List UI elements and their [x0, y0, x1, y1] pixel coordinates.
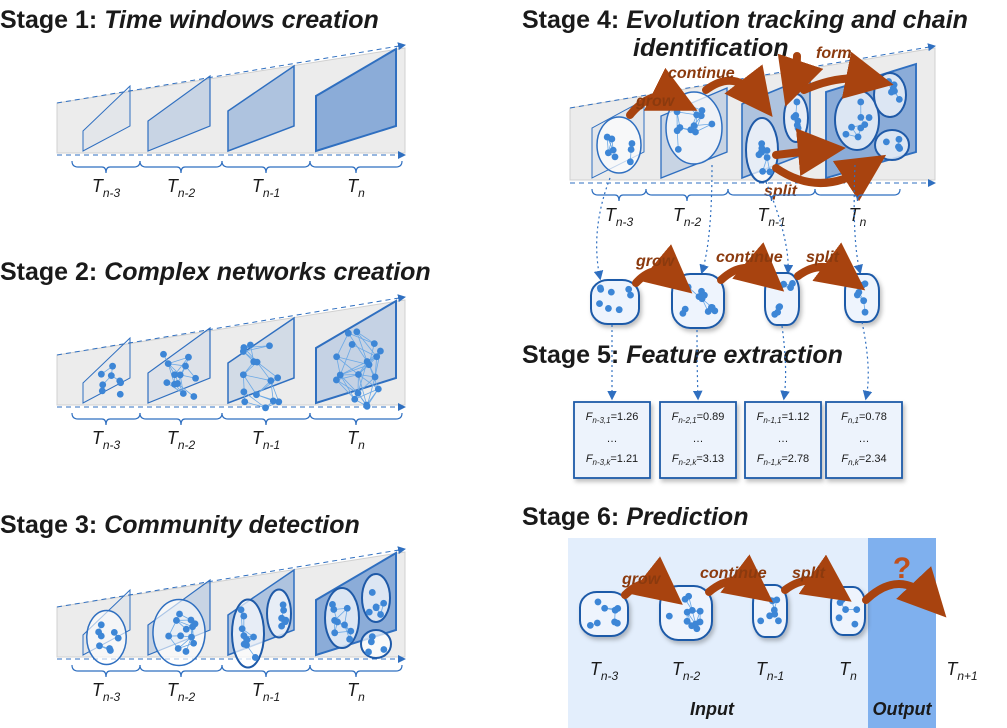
- feature-ellipsis: …: [778, 433, 789, 445]
- feature-last: Fn,k=2.34: [841, 453, 886, 467]
- window-1: [82, 84, 131, 152]
- time-label: Tn-2: [672, 659, 701, 683]
- time-label: Tn: [347, 428, 365, 452]
- window-1: [82, 336, 131, 404]
- form-continue-arrow: [800, 51, 894, 99]
- stage-5-title: Stage 5: Feature extraction: [522, 341, 843, 369]
- unknown-outcome-mark: ?: [893, 552, 911, 585]
- prediction-community-1: [579, 591, 629, 637]
- prediction-continue-arrow: [705, 554, 774, 603]
- feature-first: Fn-3,1=1.26: [586, 411, 639, 425]
- time-label: Tn-2: [673, 205, 702, 229]
- continue-label: continue: [668, 65, 735, 82]
- output-label: Output: [873, 699, 933, 719]
- time-label: Tn-3: [92, 176, 121, 200]
- feature-ellipsis: …: [859, 433, 870, 445]
- continue-arrow: [702, 64, 773, 118]
- split-arrow-2: [772, 154, 887, 202]
- window-3: [227, 316, 295, 405]
- feature-first: Fn-1,1=1.12: [757, 411, 810, 425]
- time-label: Tn: [839, 659, 857, 683]
- chain-continue-label: continue: [716, 249, 783, 266]
- feature-boxes: Fn-3,1=1.26 … Fn-3,k=1.21 Fn-2,1=0.89 … Fn-2,…: [573, 401, 903, 479]
- time-label: Tn-3: [605, 205, 634, 229]
- prediction-community-3: [752, 584, 788, 638]
- stage-4-title-line2: identification: [633, 34, 789, 62]
- stage-2-panel: Tn-3 Tn-2 Tn-1 Tn: [56, 294, 406, 452]
- time-label: Tn-1: [252, 428, 280, 452]
- prediction-diagram: grow continue split? Tn-3 Tn-2 Tn-1 Tn Tn+1Inpu…: [568, 538, 978, 728]
- prediction-split-arrow: [781, 554, 852, 602]
- feature-first: Fn,1=0.78: [841, 411, 887, 425]
- window-4: [315, 47, 397, 153]
- time-label: Tn-1: [756, 659, 784, 683]
- form-arrow: [777, 52, 824, 107]
- chain-grow-label: grow: [635, 253, 676, 270]
- prediction-output-arrow: [862, 566, 947, 618]
- feature-last: Fn-2,k=3.13: [672, 453, 724, 467]
- feature-box-3: [744, 401, 822, 479]
- next-time-label: Tn+1: [946, 659, 977, 683]
- chain-diagram: grow continue split: [590, 164, 880, 401]
- window-2: [147, 74, 211, 152]
- time-label: Tn: [347, 680, 365, 704]
- time-label: Tn: [849, 205, 867, 229]
- stage-3-title: Stage 3: Community detection: [0, 511, 360, 539]
- prediction-continue-label: continue: [700, 565, 767, 582]
- time-label: Tn-3: [590, 659, 619, 683]
- feature-box-4: [825, 401, 903, 479]
- feature-last: Fn-1,k=2.78: [757, 453, 809, 467]
- form-label: form: [816, 45, 852, 62]
- prediction-grow-label: grow: [621, 571, 662, 588]
- time-label: Tn-3: [92, 428, 121, 452]
- time-label: Tn-1: [252, 680, 280, 704]
- input-label: Input: [690, 699, 735, 719]
- chain-split-label: split: [806, 249, 840, 266]
- chain-grow-arrow: [632, 244, 693, 294]
- stage-1-panel: Tn-3 Tn-2 Tn-1 Tn: [56, 42, 406, 200]
- chain-community-2: [671, 273, 725, 329]
- split-label: split: [764, 183, 798, 200]
- window-3: [227, 64, 295, 153]
- chain-split-arrow: [794, 242, 866, 291]
- stage-3-panel: Tn-3 Tn-2 Tn-1 Tn: [56, 546, 406, 704]
- stage-2-title: Stage 2: Complex networks creation: [0, 258, 431, 286]
- feature-box-2: [659, 401, 737, 479]
- feature-ellipsis: …: [693, 433, 704, 445]
- chain-continue-arrow: [717, 242, 785, 292]
- prediction-split-label: split: [792, 565, 826, 582]
- time-label: Tn-1: [252, 176, 280, 200]
- time-label: Tn-2: [167, 680, 196, 704]
- time-label: Tn-3: [92, 680, 121, 704]
- feature-first: Fn-2,1=0.89: [672, 411, 725, 425]
- stage-1-title: Stage 1: Time windows creation: [0, 6, 379, 34]
- time-label: Tn-2: [167, 176, 196, 200]
- feature-last: Fn-3,k=1.21: [586, 453, 638, 467]
- time-label: Tn-2: [167, 428, 196, 452]
- split-arrow-1: [772, 128, 846, 177]
- grow-label: grow: [635, 93, 676, 110]
- grow-arrow: [626, 67, 698, 119]
- time-label: Tn: [347, 176, 365, 200]
- prediction-grow-arrow: [621, 556, 683, 605]
- stage-6-title: Stage 6: Prediction: [522, 503, 749, 531]
- feature-ellipsis: …: [607, 433, 618, 445]
- stage-4-title: Stage 4: Evolution tracking and chain: [522, 6, 968, 34]
- feature-box-1: [573, 401, 651, 479]
